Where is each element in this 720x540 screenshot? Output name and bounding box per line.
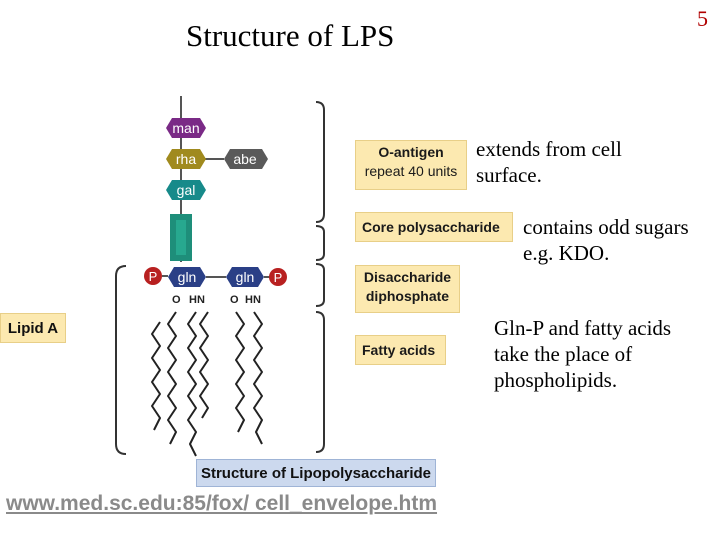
lipid-description: Gln-P and fatty acids take the place of … bbox=[494, 316, 672, 392]
atom-o-left: O bbox=[172, 294, 181, 306]
atom-hn-left: HN bbox=[189, 294, 205, 306]
disaccharide-brace bbox=[315, 263, 325, 307]
slide-number: 5 bbox=[697, 6, 708, 31]
gal-sugar-shape bbox=[166, 180, 206, 200]
abe-sugar-label: abe bbox=[233, 151, 257, 167]
gln-right-shape bbox=[226, 267, 264, 287]
gln-right-label: gln bbox=[236, 269, 255, 285]
o-antigen-description: extends from cell surface. bbox=[476, 137, 622, 187]
rha-sugar-label: rha bbox=[176, 151, 196, 167]
lipid-a-label: Lipid A bbox=[0, 313, 66, 343]
o-antigen-brace bbox=[315, 101, 325, 223]
fatty-acid-chain bbox=[187, 311, 197, 457]
phosphate-left-shape bbox=[144, 267, 162, 285]
gln-left-shape bbox=[168, 267, 206, 287]
lipid-a-bracket bbox=[115, 265, 127, 455]
abe-sugar-shape bbox=[224, 149, 268, 169]
fatty-acid-brace bbox=[315, 311, 325, 453]
fatty-acids-label: Fatty acids bbox=[355, 335, 446, 365]
disaccharide-label: Disaccharide diphosphate bbox=[355, 265, 460, 313]
disaccharide-label-line2: diphosphate bbox=[365, 288, 450, 304]
o-antigen-label-line1: O-antigen bbox=[378, 144, 444, 160]
core-description: contains odd sugars e.g. KDO. bbox=[523, 215, 689, 265]
phosphate-right-label: P bbox=[274, 270, 283, 285]
core-label: Core polysaccharide bbox=[355, 212, 513, 242]
diagram-caption: Structure of Lipopolysaccharide bbox=[196, 459, 436, 487]
rha-sugar-shape bbox=[166, 149, 206, 169]
fatty-acid-chain bbox=[151, 321, 161, 431]
core-label-text: Core polysaccharide bbox=[362, 219, 500, 235]
man-sugar-shape bbox=[166, 118, 206, 138]
o-antigen-label: O-antigen repeat 40 units bbox=[355, 140, 467, 190]
fatty-acid-chain bbox=[235, 311, 245, 433]
source-link[interactable]: www.med.sc.edu:85/fox/ cell_envelope.htm bbox=[6, 492, 438, 515]
atom-o-right: O bbox=[230, 294, 239, 306]
fatty-acid-chain bbox=[199, 311, 209, 419]
gln-left-label: gln bbox=[178, 269, 197, 285]
man-sugar-label: man bbox=[172, 120, 199, 136]
atom-hn-right: HN bbox=[245, 294, 261, 306]
slide-title: Structure of LPS bbox=[186, 18, 395, 53]
gal-sugar-label: gal bbox=[177, 182, 196, 198]
fatty-acid-chain bbox=[253, 311, 263, 445]
phosphate-left-label: P bbox=[149, 269, 158, 284]
phosphate-right-shape bbox=[269, 268, 287, 286]
fatty-acid-chains bbox=[151, 311, 263, 457]
o-antigen-label-line2: repeat 40 units bbox=[364, 163, 458, 179]
core-block-shade bbox=[176, 220, 186, 255]
fatty-acids-label-text: Fatty acids bbox=[362, 342, 436, 358]
fatty-acid-chain bbox=[167, 311, 177, 445]
disaccharide-label-line1: Disaccharide bbox=[363, 269, 452, 285]
core-brace bbox=[315, 225, 325, 261]
